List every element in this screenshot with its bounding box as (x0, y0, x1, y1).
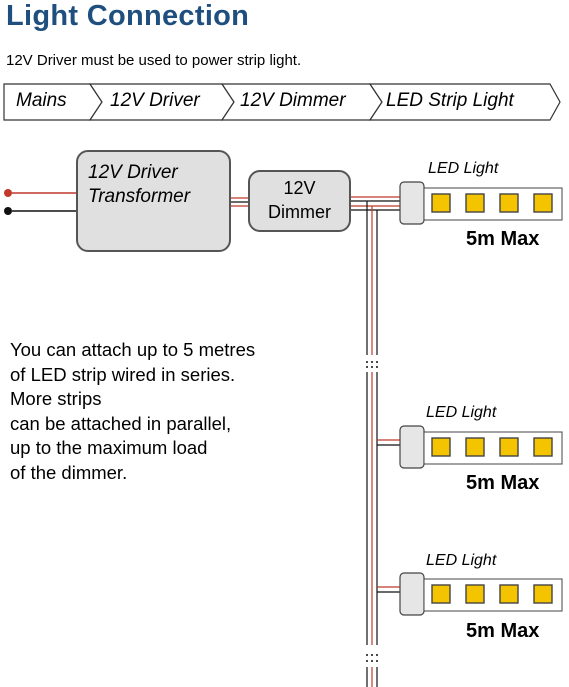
description-text: You can attach up to 5 metres of LED str… (10, 338, 255, 485)
driver-line2: Transformer (88, 186, 191, 207)
description-line: can be attached in parallel, (10, 412, 232, 434)
description-line: of the dimmer. (10, 461, 128, 483)
strip-1-connector (399, 181, 425, 225)
description-line: More strips (10, 388, 102, 409)
flow-step-dimmer: 12V Dimmer (240, 90, 346, 111)
subtitle: 12V Driver must be used to power strip l… (6, 52, 302, 69)
strip-3-label: LED Light (426, 552, 497, 569)
strip-3-connector (399, 572, 425, 616)
led-strip-2 (399, 425, 563, 469)
flow-chevron-bar (3, 83, 561, 121)
bus-break-dots (366, 361, 378, 368)
strip-3-max: 5m Max (466, 620, 540, 642)
strip-1-label: LED Light (428, 160, 499, 177)
driver-line1: 12V Driver (88, 162, 178, 183)
mains-live-terminal (4, 189, 12, 197)
description-line: You can attach up to 5 metres (10, 339, 256, 360)
bus-break-dots-bottom (366, 654, 378, 662)
mains-neutral-terminal (4, 207, 12, 215)
driver-transformer-box: 12V Driver Transformer (76, 150, 231, 252)
strip-2-max: 5m Max (466, 472, 540, 494)
led-strip-3 (399, 572, 563, 616)
flow-step-strip-shape (368, 83, 561, 121)
description-line: up to the maximum load (10, 437, 208, 458)
strip-2-label: LED Light (426, 404, 497, 421)
led-strip-1 (399, 181, 563, 225)
dimmer-box: 12V Dimmer (248, 170, 351, 232)
dimmer-line2: Dimmer (268, 202, 331, 222)
page-title: Light Connection (6, 0, 250, 32)
dimmer-line1: 12V (283, 178, 316, 198)
flow-step-mains: Mains (16, 90, 67, 111)
flow-step-driver: 12V Driver (110, 90, 200, 111)
flow-step-led-strip: LED Strip Light (386, 90, 514, 111)
strip-2-connector (399, 425, 425, 469)
strip-1-max: 5m Max (466, 228, 540, 250)
description-line: of LED strip wired in series. (10, 363, 236, 385)
